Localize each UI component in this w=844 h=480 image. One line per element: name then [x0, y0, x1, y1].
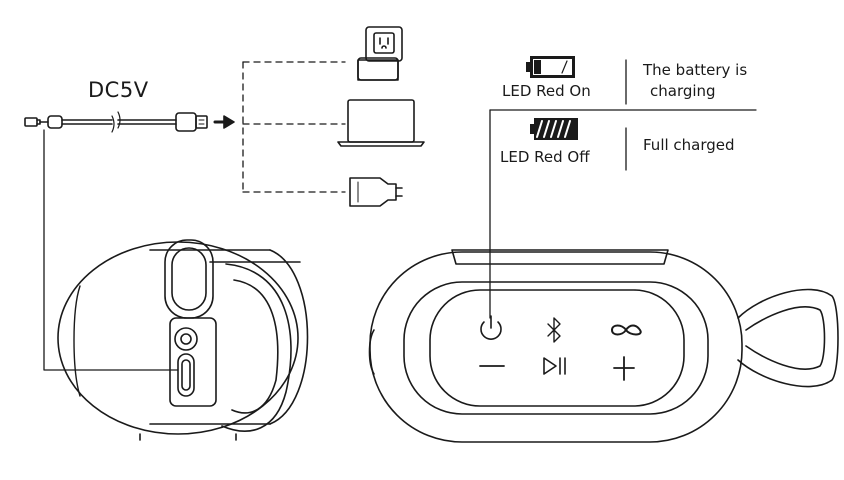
led-status-label: LED Red Off: [500, 148, 590, 166]
led-status-label: LED Red On: [502, 82, 591, 100]
play-pause-icon[interactable]: [543, 357, 566, 375]
status-description: The battery is: [643, 61, 748, 79]
link-icon[interactable]: [611, 324, 642, 336]
battery-full-icon: [530, 118, 578, 140]
bluetooth-icon[interactable]: [547, 317, 561, 343]
wall-outlet-icon: [357, 26, 403, 81]
power-spec-label: DC5V: [88, 78, 149, 102]
power-icon[interactable]: [480, 315, 502, 340]
arrow-right-icon: [213, 115, 235, 129]
volume-up-icon[interactable]: [613, 356, 635, 381]
usb-cable-icon: [24, 111, 208, 133]
status-description: Full charged: [643, 136, 735, 154]
laptop-icon: [337, 99, 425, 147]
dashed-branch-lines: [242, 61, 346, 193]
speaker-side-view: [57, 239, 309, 441]
speaker-top-view: [368, 249, 839, 443]
status-description: charging: [650, 82, 716, 100]
battery-low-icon: [526, 56, 575, 78]
leader-line: [43, 129, 179, 371]
car-charger-icon: [349, 177, 403, 207]
